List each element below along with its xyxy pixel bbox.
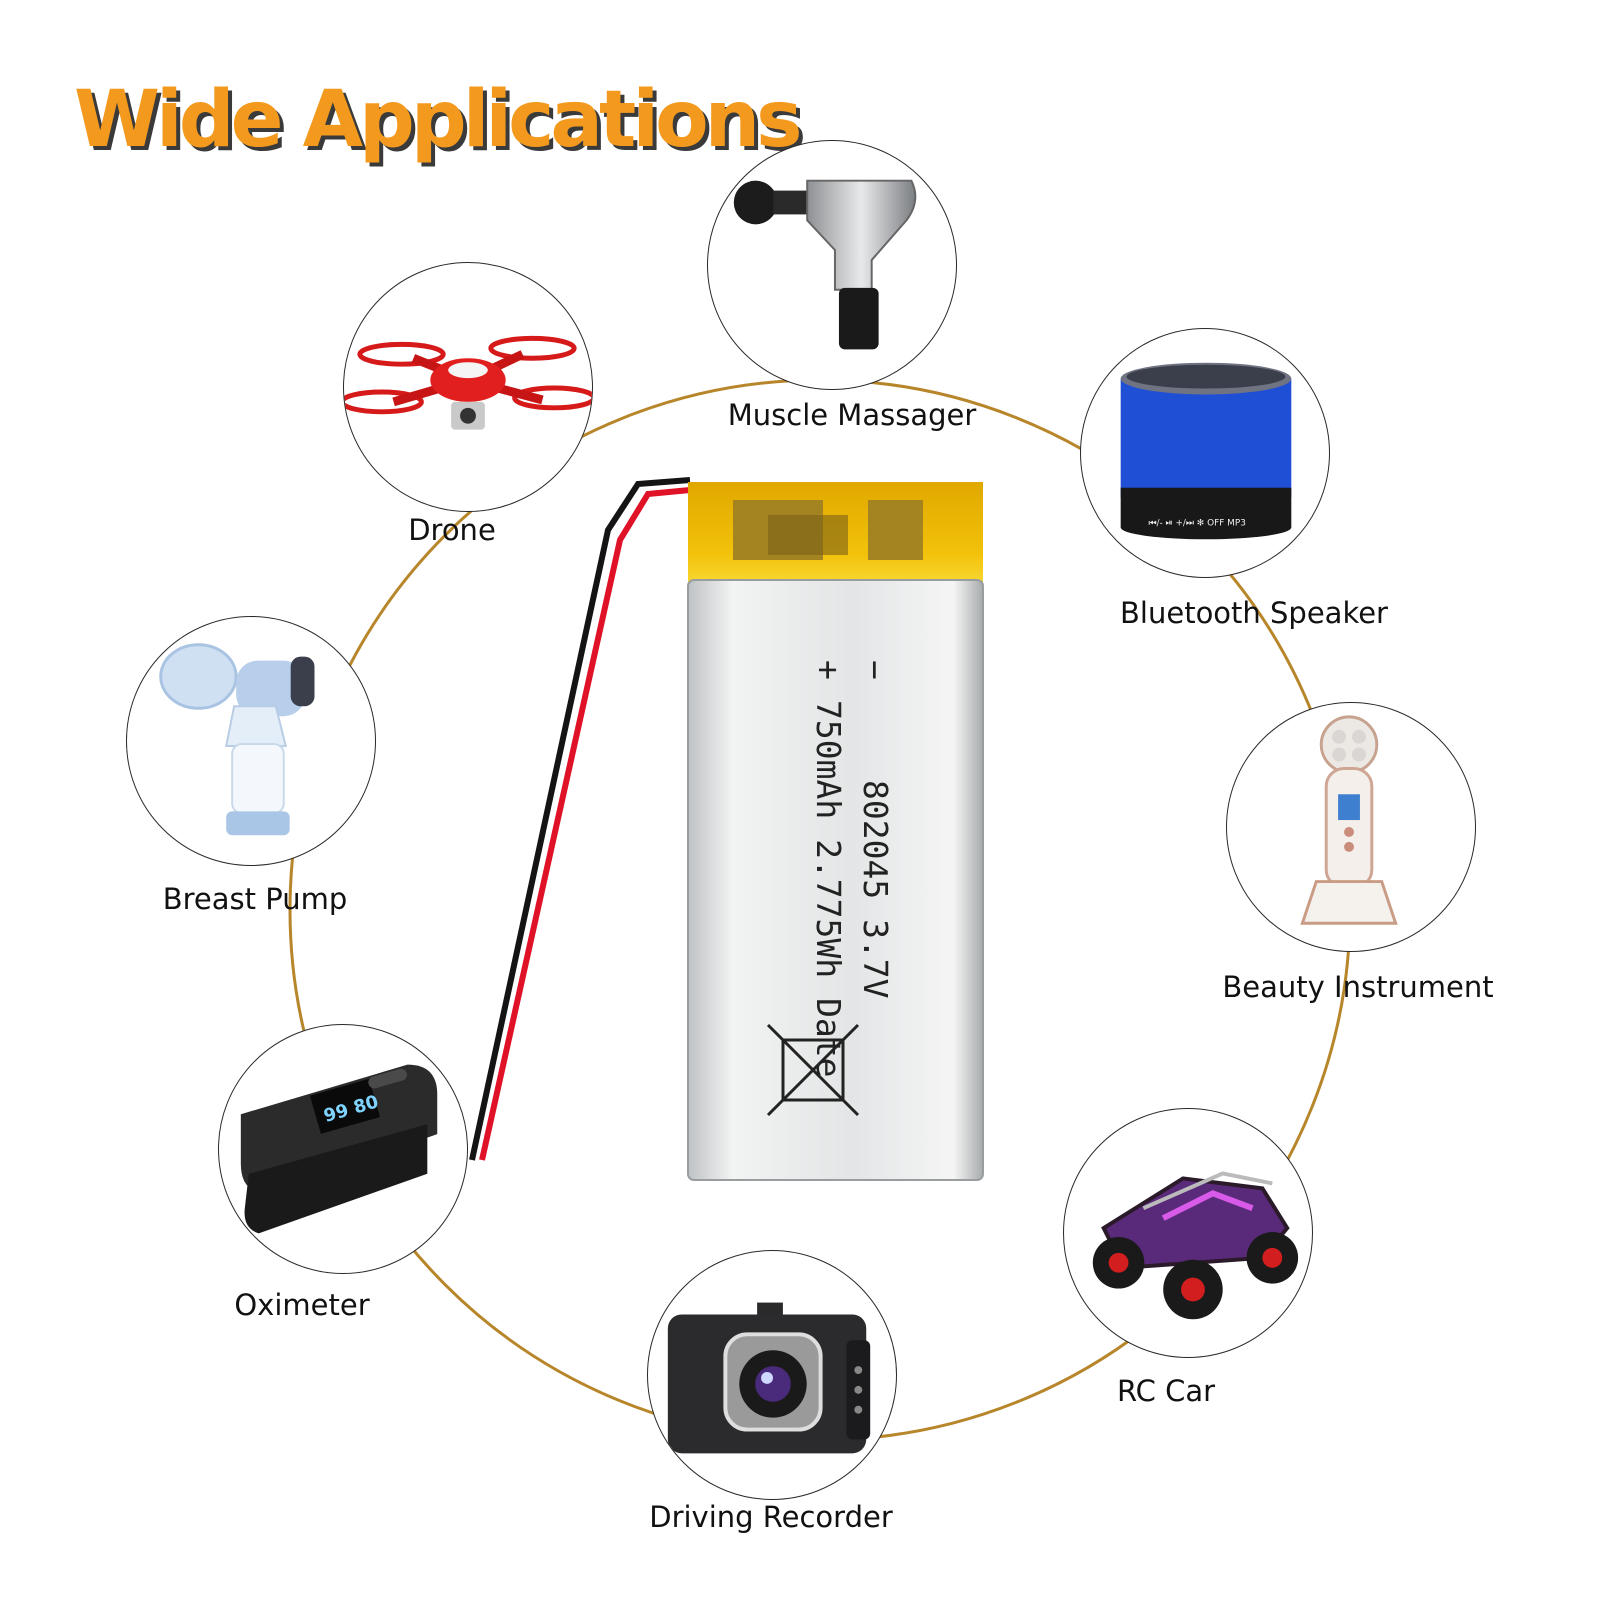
app-circle-oximeter: 99 80	[218, 1024, 468, 1274]
battery-polarity-neg: −	[856, 660, 895, 680]
rc-car-icon	[1092, 1171, 1299, 1320]
drone-icon	[344, 335, 592, 430]
app-circle-breast-pump	[126, 616, 376, 866]
app-circle-rc-car	[1063, 1108, 1313, 1358]
battery-spec-model: 802045 3.7V	[856, 780, 895, 999]
app-circle-drone	[343, 262, 593, 512]
dashcam-icon	[667, 1302, 871, 1454]
battery-polarity-pos: +	[809, 660, 848, 680]
app-circle-muscle-massager	[707, 140, 957, 390]
battery-spec-capacity: 750mAh 2.775Wh Date	[809, 700, 848, 1078]
svg-text:⏮/- ⏯ +/⏭ ✻ OFF MP3: ⏮/- ⏯ +/⏭ ✻ OFF MP3	[1148, 518, 1245, 528]
app-label-bluetooth-speaker: Bluetooth Speaker	[1120, 596, 1388, 630]
app-label-driving-recorder: Driving Recorder	[649, 1500, 893, 1534]
app-label-muscle-massager: Muscle Massager	[727, 398, 977, 432]
oximeter-icon: 99 80	[240, 1064, 438, 1234]
app-label-rc-car: RC Car	[1116, 1374, 1216, 1408]
app-circle-driving-recorder	[647, 1250, 897, 1500]
app-circle-bluetooth-speaker: ⏮/- ⏯ +/⏭ ✻ OFF MP3	[1080, 328, 1330, 578]
app-circle-beauty-instrument	[1226, 702, 1476, 952]
breast-pump-icon	[159, 643, 315, 836]
page-title: Wide Applications	[74, 75, 803, 165]
speaker-icon: ⏮/- ⏯ +/⏭ ✻ OFF MP3	[1120, 362, 1292, 540]
app-label-beauty-instrument: Beauty Instrument	[1222, 970, 1494, 1004]
beauty-device-icon	[1300, 715, 1398, 925]
app-label-drone: Drone	[408, 513, 496, 547]
app-label-breast-pump: Breast Pump	[162, 882, 348, 916]
app-label-oximeter: Oximeter	[234, 1288, 370, 1322]
battery-illustration	[469, 477, 984, 1181]
massage-gun-icon	[733, 179, 917, 350]
